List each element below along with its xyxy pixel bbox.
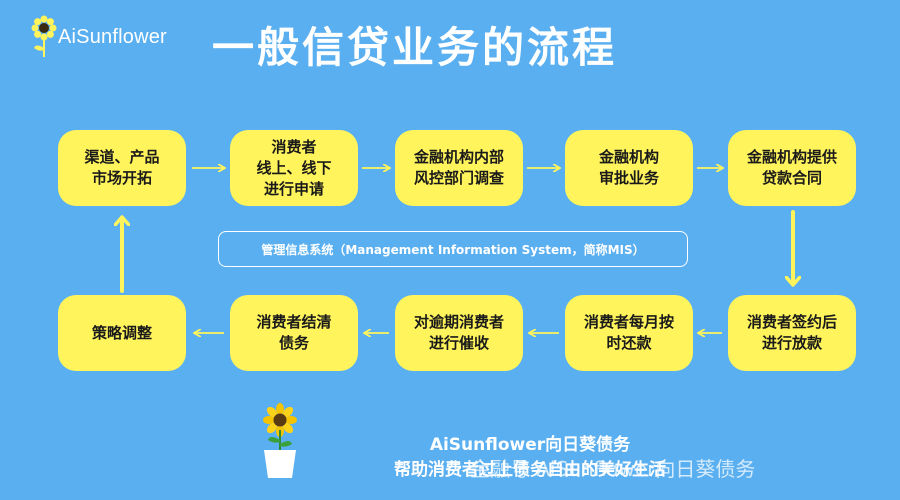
page-title: 一般信贷业务的流程 — [212, 23, 618, 72]
step-approve-box: 金融机构 审批业务 — [565, 130, 693, 206]
mis-system-label: 管理信息系统（Management Information System，简称M… — [218, 231, 688, 267]
step-collect-box: 对逾期消费者 进行催收 — [395, 295, 523, 371]
sunflower-logo-icon — [31, 15, 57, 57]
sunflower-pot-icon — [263, 403, 297, 478]
logo-text: AiSunflower — [58, 26, 167, 48]
footer-slogan: AiSunflower向日葵债务 帮助消费者过上债务自由的美好生活 — [345, 432, 715, 482]
step-settle-box: 消费者结清 债务 — [230, 295, 358, 371]
footer-tagline: 帮助消费者过上债务自由的美好生活 — [394, 460, 666, 480]
step-channel-box: 渠道、产品 市场开拓 — [58, 130, 186, 206]
step-contract-box: 金融机构提供 贷款合同 — [728, 130, 856, 206]
step-risk-box: 金融机构内部 风控部门调查 — [395, 130, 523, 206]
step-repay-box: 消费者每月按 时还款 — [565, 295, 693, 371]
step-apply-box: 消费者 线上、线下 进行申请 — [230, 130, 358, 206]
footer-brand: AiSunflower向日葵债务 — [429, 435, 631, 455]
watermark: 金融号 AiSunflower向日葵债务 — [470, 457, 756, 481]
step-strategy-box: 策略调整 — [58, 295, 186, 371]
step-disburse-box: 消费者签约后 进行放款 — [728, 295, 856, 371]
